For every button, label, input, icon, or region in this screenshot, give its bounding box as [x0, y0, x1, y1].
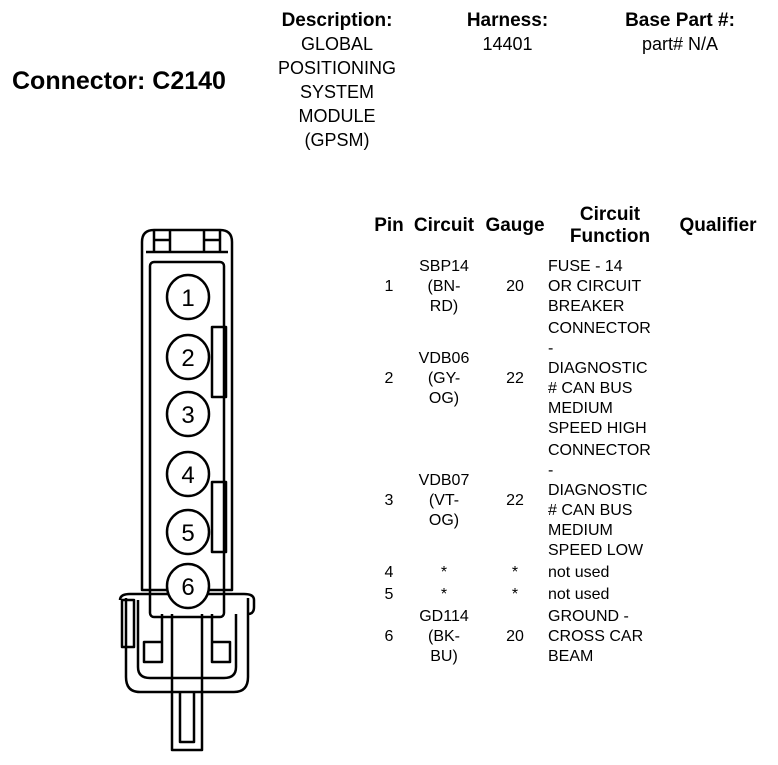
header-gauge: Gauge: [485, 215, 545, 236]
row-qualifier: [672, 256, 764, 318]
row-function: CONNECTOR - DIAGNOSTIC # CAN BUS MEDIUM …: [548, 320, 651, 437]
description-block: Description: GLOBAL POSITIONING SYSTEM M…: [262, 10, 412, 152]
base-part-block: Base Part #: part# N/A: [600, 10, 760, 56]
row-gauge: 20: [506, 278, 524, 295]
row-circuit: VDB07 (VT- OG): [418, 472, 470, 529]
header-circuit: Circuit: [413, 215, 475, 236]
connector-top-tab-left: [152, 230, 172, 252]
row-pin: 1: [384, 278, 394, 295]
connector-pin-cavities: 1 2 3 4 5 6: [165, 273, 211, 610]
pin-cavity-3: 3: [165, 390, 211, 438]
connector-face-diagram: 1 2 3 4 5 6: [118, 228, 256, 752]
harness-block: Harness: 14401: [450, 10, 565, 56]
row-function: CONNECTOR - DIAGNOSTIC # CAN BUS MEDIUM …: [548, 442, 651, 559]
pin-label-3: 3: [181, 402, 194, 429]
row-circuit: *: [440, 586, 448, 603]
header-circuit-function: Circuit Function: [569, 204, 651, 247]
description-value: GLOBAL POSITIONING SYSTEM MODULE (GPSM): [277, 34, 396, 150]
harness-label: Harness:: [466, 10, 549, 31]
harness-value: 14401: [482, 34, 533, 54]
connector-side-key-lower: [210, 480, 228, 554]
row-gauge: *: [511, 564, 519, 581]
connector-title: Connector: C2140: [12, 67, 226, 95]
header-qualifier: Qualifier: [679, 215, 757, 236]
connector-lock-lever: [142, 614, 232, 664]
pin-label-4: 4: [181, 462, 194, 489]
row-circuit: *: [440, 564, 448, 581]
row-qualifier: [672, 318, 764, 440]
pin-cavity-6: 6: [165, 562, 211, 610]
pin-cavity-1: 1: [165, 273, 211, 321]
row-pin: 5: [384, 586, 394, 603]
row-gauge: *: [511, 586, 519, 603]
connector-lower-shroud: [120, 598, 136, 649]
base-part-value: part# N/A: [641, 34, 719, 54]
pin-label-5: 5: [181, 520, 194, 547]
connector-cavity: [148, 260, 226, 619]
row-function: GROUND - CROSS CAR BEAM: [548, 608, 644, 665]
pin-table: Pin Circuit Gauge Circuit Function Quali…: [372, 204, 764, 668]
connector-top-tab-right: [202, 230, 222, 252]
row-function: not used: [548, 586, 610, 603]
row-qualifier: [672, 440, 764, 562]
row-pin: 3: [384, 492, 394, 509]
table-row: 1 SBP14 (BN- RD) 20 FUSE - 14 OR CIRCUIT…: [372, 256, 764, 318]
pin-label-1: 1: [181, 285, 194, 312]
pin-label-6: 6: [181, 574, 194, 601]
row-qualifier: [672, 606, 764, 668]
header-pin: Pin: [374, 215, 404, 236]
row-pin: 4: [384, 564, 394, 581]
row-qualifier: [672, 562, 764, 584]
connector-terminal-stubs: [170, 692, 204, 752]
row-function: not used: [548, 564, 610, 581]
pin-cavity-2: 2: [165, 333, 211, 381]
row-gauge: 22: [506, 370, 524, 387]
row-function: FUSE - 14 OR CIRCUIT BREAKER: [548, 258, 642, 315]
table-row: 4 * * not used: [372, 562, 764, 584]
row-pin: 2: [384, 370, 394, 387]
table-row: 5 * * not used: [372, 584, 764, 606]
table-row: 3 VDB07 (VT- OG) 22 CONNECTOR - DIAGNOST…: [372, 440, 764, 562]
row-gauge: 22: [506, 492, 524, 509]
pin-cavity-4: 4: [165, 450, 211, 498]
row-qualifier: [672, 584, 764, 606]
pin-table-header: Pin Circuit Gauge Circuit Function Quali…: [372, 204, 764, 256]
row-circuit: SBP14 (BN- RD): [419, 258, 469, 315]
pin-label-2: 2: [181, 345, 194, 372]
row-gauge: 20: [506, 628, 524, 645]
base-part-label: Base Part #:: [625, 10, 735, 31]
row-circuit: GD114 (BK- BU): [419, 608, 469, 665]
table-row: 6 GD114 (BK- BU) 20 GROUND - CROSS CAR B…: [372, 606, 764, 668]
table-row: 2 VDB06 (GY- OG) 22 CONNECTOR - DIAGNOST…: [372, 318, 764, 440]
description-label: Description:: [281, 10, 393, 31]
connector-side-key-upper: [210, 325, 228, 399]
row-pin: 6: [384, 628, 394, 645]
row-circuit: VDB06 (GY- OG): [418, 350, 470, 407]
pin-cavity-5: 5: [165, 508, 211, 556]
